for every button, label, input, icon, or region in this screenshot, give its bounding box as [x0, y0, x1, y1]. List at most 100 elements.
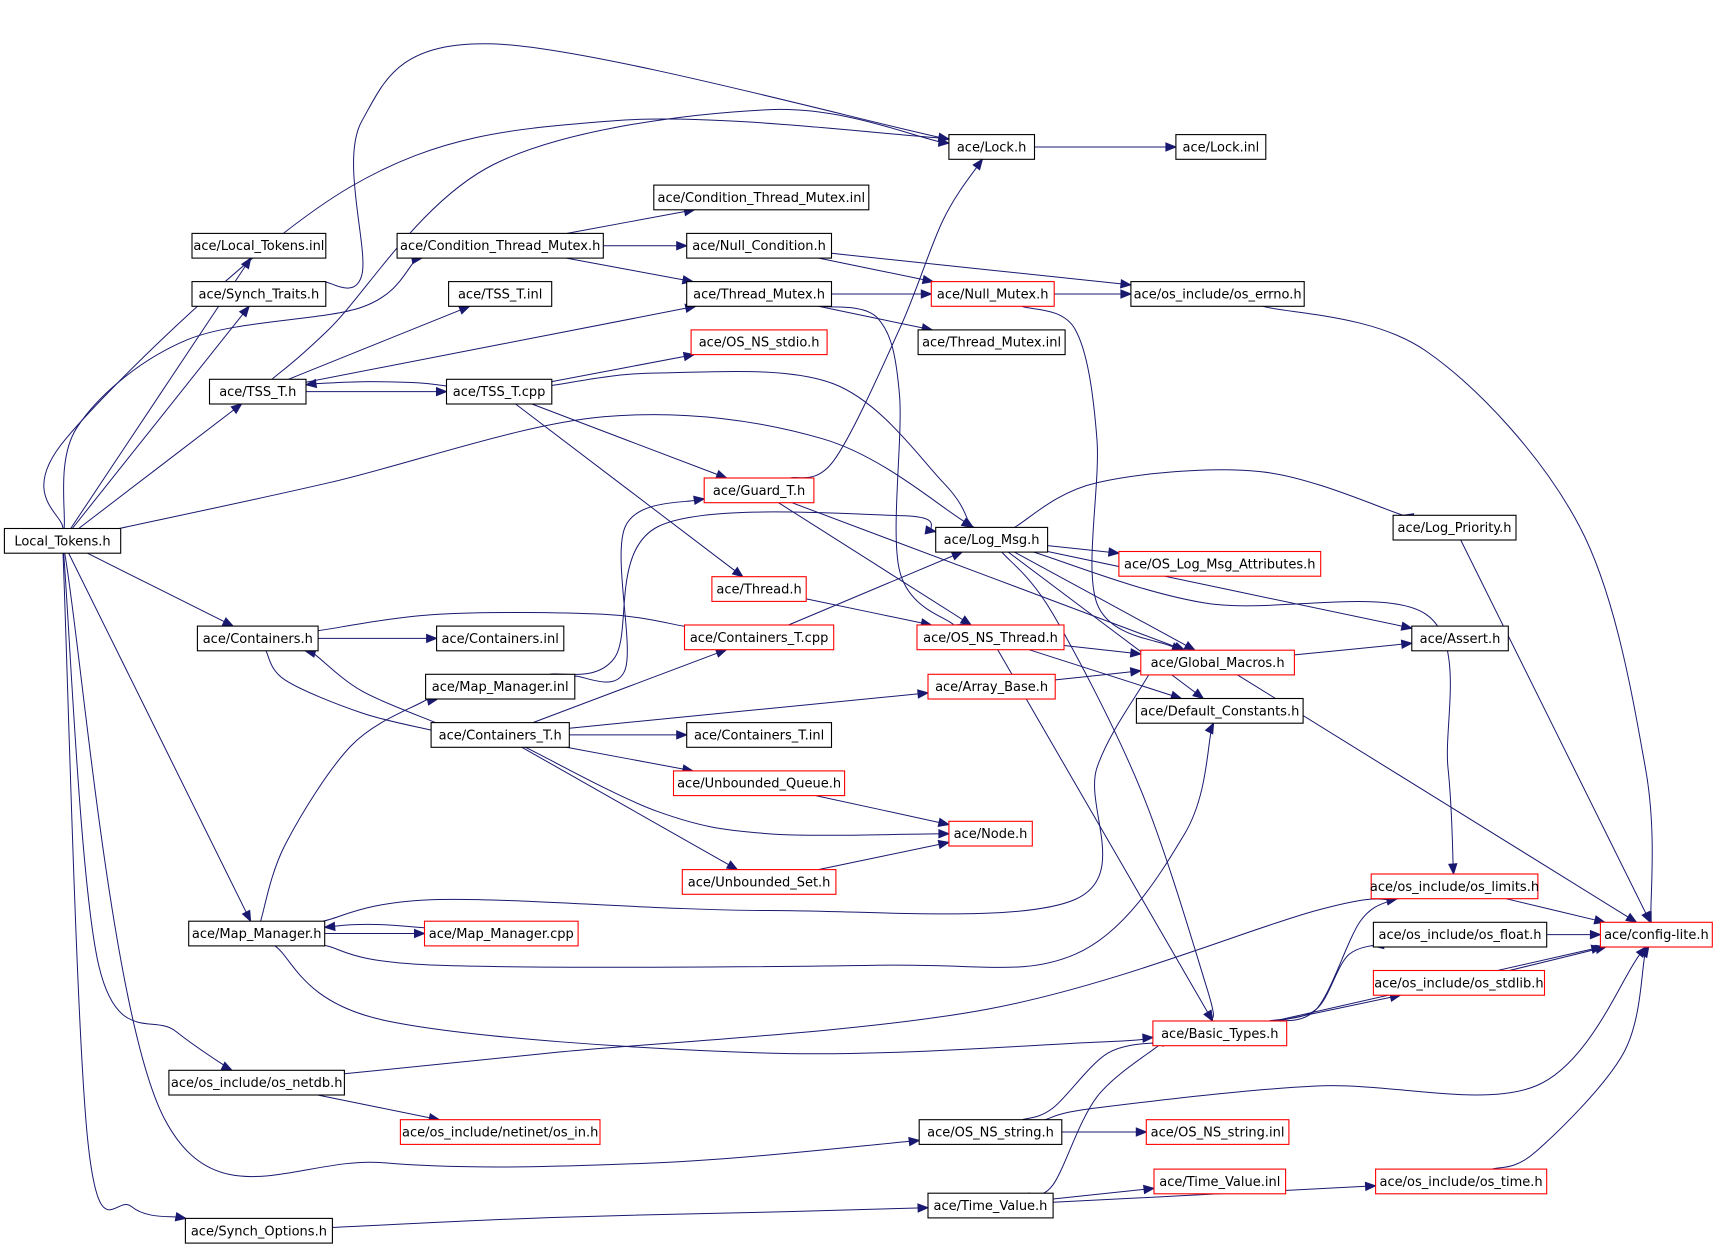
- node-containers-h[interactable]: ace/Containers.h: [196, 625, 319, 652]
- node-synch-traits-h[interactable]: ace/Synch_Traits.h: [191, 281, 327, 307]
- node-box[interactable]: [672, 770, 846, 797]
- node-os-errno-h[interactable]: ace/os_include/os_errno.h: [1130, 281, 1305, 307]
- node-containers-t-cpp[interactable]: ace/Containers_T.cpp: [683, 624, 835, 651]
- node-box[interactable]: [425, 673, 576, 700]
- node-thread-h[interactable]: ace/Thread.h: [711, 576, 807, 602]
- node-os-ns-string-h[interactable]: ace/OS_NS_string.h: [918, 1119, 1063, 1145]
- node-basic-types-h[interactable]: ace/Basic_Types.h: [1152, 1020, 1288, 1047]
- node-lock-inl[interactable]: ace/Lock.inl: [1175, 134, 1267, 160]
- node-node-h[interactable]: ace/Node.h: [948, 820, 1033, 847]
- node-box[interactable]: [1145, 1119, 1290, 1145]
- node-tss-t-cpp[interactable]: ace/TSS_T.cpp: [445, 378, 553, 405]
- node-box[interactable]: [1175, 134, 1267, 160]
- node-global-macros-h[interactable]: ace/Global_Macros.h: [1140, 649, 1295, 676]
- node-box[interactable]: [1140, 649, 1295, 676]
- node-box[interactable]: [690, 329, 828, 356]
- node-map-manager-cpp[interactable]: ace/Map_Manager.cpp: [423, 920, 579, 947]
- node-box[interactable]: [927, 673, 1056, 700]
- node-box[interactable]: [935, 526, 1049, 553]
- node-os-netdb-h[interactable]: ace/os_include/os_netdb.h: [168, 1069, 345, 1096]
- node-time-value-inl[interactable]: ace/Time_Value.inl: [1153, 1168, 1287, 1195]
- node-box[interactable]: [948, 820, 1033, 847]
- node-box[interactable]: [703, 477, 815, 504]
- node-tss-t-inl[interactable]: ace/TSS_T.inl: [448, 281, 553, 307]
- node-box[interactable]: [917, 329, 1066, 356]
- node-cond-thread-mutex-h[interactable]: ace/Condition_Thread_Mutex.h: [396, 232, 604, 259]
- node-box[interactable]: [1599, 921, 1713, 948]
- node-box[interactable]: [916, 624, 1065, 651]
- node-box[interactable]: [1130, 281, 1305, 307]
- node-box[interactable]: [927, 1192, 1054, 1219]
- node-box[interactable]: [711, 576, 807, 602]
- node-box[interactable]: [948, 134, 1036, 160]
- node-box[interactable]: [1411, 625, 1509, 652]
- node-box[interactable]: [653, 184, 870, 211]
- node-box[interactable]: [930, 281, 1055, 307]
- node-box[interactable]: [1135, 697, 1304, 724]
- node-log-priority-h[interactable]: ace/Log_Priority.h: [1392, 514, 1517, 541]
- node-os-ns-thread-h[interactable]: ace/OS_NS_Thread.h: [916, 624, 1065, 651]
- node-box[interactable]: [1372, 921, 1548, 948]
- node-time-value-h[interactable]: ace/Time_Value.h: [927, 1192, 1054, 1219]
- node-box[interactable]: [683, 624, 835, 651]
- node-os-ns-string-inl[interactable]: ace/OS_NS_string.inl: [1145, 1119, 1290, 1145]
- node-assert-h[interactable]: ace/Assert.h: [1411, 625, 1509, 652]
- node-containers-t-inl[interactable]: ace/Containers_T.inl: [686, 722, 833, 748]
- node-box[interactable]: [196, 625, 319, 652]
- node-box[interactable]: [3, 527, 122, 554]
- node-cond-thread-mutex-inl[interactable]: ace/Condition_Thread_Mutex.inl: [653, 184, 870, 211]
- node-containers-inl[interactable]: ace/Containers.inl: [436, 625, 565, 652]
- node-box[interactable]: [686, 281, 833, 307]
- node-unbounded-set-h[interactable]: ace/Unbounded_Set.h: [681, 869, 837, 895]
- node-box[interactable]: [430, 722, 570, 748]
- node-box[interactable]: [188, 920, 326, 947]
- node-box[interactable]: [1375, 1168, 1548, 1195]
- node-box[interactable]: [686, 232, 833, 259]
- node-box[interactable]: [1152, 1020, 1288, 1047]
- node-box[interactable]: [686, 722, 833, 748]
- node-box[interactable]: [681, 869, 837, 895]
- node-synch-options-h[interactable]: ace/Synch_Options.h: [184, 1217, 333, 1244]
- node-box[interactable]: [1392, 514, 1517, 541]
- node-os-time-h[interactable]: ace/os_include/os_time.h: [1375, 1168, 1548, 1195]
- node-guard-t-h[interactable]: ace/Guard_T.h: [703, 477, 815, 504]
- node-os-float-h[interactable]: ace/os_include/os_float.h: [1372, 921, 1548, 948]
- node-os-ns-stdio-h[interactable]: ace/OS_NS_stdio.h: [690, 329, 828, 356]
- node-containers-t-h[interactable]: ace/Containers_T.h: [430, 722, 570, 748]
- node-map-manager-h[interactable]: ace/Map_Manager.h: [188, 920, 326, 947]
- node-config-lite-h[interactable]: ace/config-lite.h: [1599, 921, 1713, 948]
- node-box[interactable]: [208, 378, 307, 405]
- node-box[interactable]: [1118, 550, 1322, 577]
- node-box[interactable]: [1370, 873, 1539, 900]
- node-null-condition-h[interactable]: ace/Null_Condition.h: [686, 232, 833, 259]
- node-log-msg-h[interactable]: ace/Log_Msg.h: [935, 526, 1049, 553]
- node-os-limits-h[interactable]: ace/os_include/os_limits.h: [1370, 873, 1539, 900]
- node-box[interactable]: [918, 1119, 1063, 1145]
- node-box[interactable]: [1372, 969, 1546, 996]
- node-box[interactable]: [1153, 1168, 1287, 1195]
- node-box[interactable]: [423, 920, 579, 947]
- node-map-manager-inl[interactable]: ace/Map_Manager.inl: [425, 673, 576, 700]
- node-os-log-msg-attr-h[interactable]: ace/OS_Log_Msg_Attributes.h: [1118, 550, 1322, 577]
- node-null-mutex-h[interactable]: ace/Null_Mutex.h: [930, 281, 1055, 307]
- node-box[interactable]: [396, 232, 604, 259]
- node-box[interactable]: [184, 1217, 333, 1244]
- node-array-base-h[interactable]: ace/Array_Base.h: [927, 673, 1056, 700]
- node-box[interactable]: [191, 281, 327, 307]
- node-unbounded-queue-h[interactable]: ace/Unbounded_Queue.h: [672, 770, 846, 797]
- node-lock-h[interactable]: ace/Lock.h: [948, 134, 1036, 160]
- node-local-tokens-h[interactable]: Local_Tokens.h: [3, 527, 122, 554]
- node-local-tokens-inl[interactable]: ace/Local_Tokens.inl: [191, 232, 327, 259]
- node-box[interactable]: [191, 232, 327, 259]
- node-thread-mutex-inl[interactable]: ace/Thread_Mutex.inl: [917, 329, 1066, 356]
- node-thread-mutex-h[interactable]: ace/Thread_Mutex.h: [686, 281, 833, 307]
- node-box[interactable]: [436, 625, 565, 652]
- node-os-in-h[interactable]: ace/os_include/netinet/os_in.h: [399, 1119, 601, 1145]
- node-box[interactable]: [168, 1069, 345, 1096]
- node-os-stdlib-h[interactable]: ace/os_include/os_stdlib.h: [1372, 969, 1546, 996]
- node-box[interactable]: [445, 378, 553, 405]
- node-tss-t-h[interactable]: ace/TSS_T.h: [208, 378, 307, 405]
- node-box[interactable]: [399, 1119, 601, 1145]
- node-box[interactable]: [448, 281, 553, 307]
- node-default-constants-h[interactable]: ace/Default_Constants.h: [1135, 697, 1304, 724]
